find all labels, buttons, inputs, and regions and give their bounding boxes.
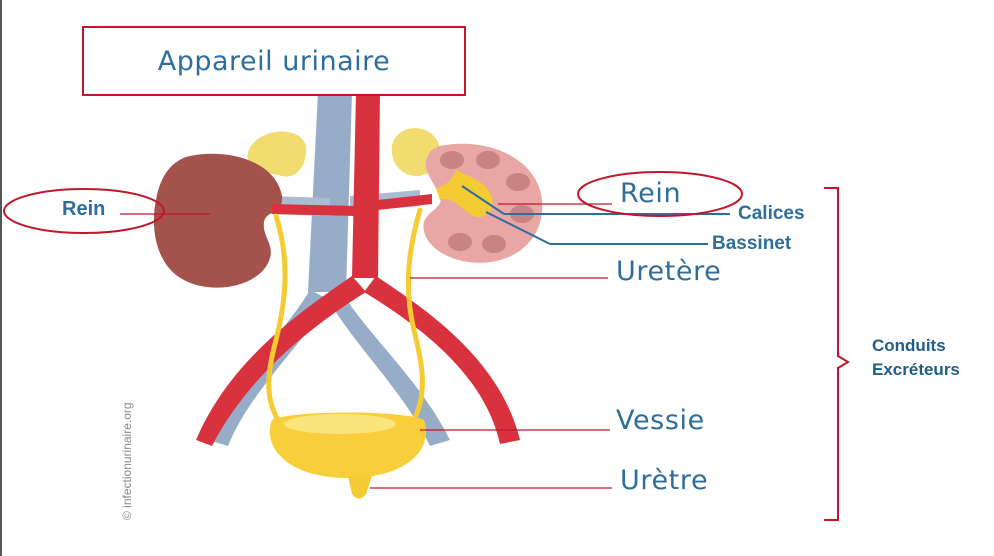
title-box: Appareil urinaire xyxy=(82,26,466,96)
label-rein-left: Rein xyxy=(62,198,106,220)
credit-watermark: © infectionurinaire.org xyxy=(120,402,134,520)
adrenal-gland-left xyxy=(247,131,307,177)
leader-calices xyxy=(461,185,505,215)
label-vessie: Vessie xyxy=(616,405,705,436)
renal-artery-left xyxy=(272,204,356,216)
iliac-artery-left xyxy=(196,276,366,446)
label-bassinet: Bassinet xyxy=(712,233,792,254)
label-uretre: Urètre xyxy=(620,465,709,496)
conduits-bracket xyxy=(824,187,850,521)
ureter-left xyxy=(266,213,288,423)
label-conduits-line2: Excréteurs xyxy=(872,360,960,379)
aorta xyxy=(352,92,380,278)
renal-pelvis xyxy=(436,170,493,218)
ureter-right xyxy=(405,207,425,423)
label-conduits-excreteurs: Conduits Excréteurs xyxy=(872,334,960,382)
label-calices: Calices xyxy=(738,203,805,224)
kidney-left xyxy=(153,153,283,288)
iliac-artery-right xyxy=(364,276,520,444)
rein-right-ellipse xyxy=(577,171,743,217)
rein-left-ellipse xyxy=(3,188,165,234)
leader-bassinet xyxy=(485,211,551,245)
left-frame-edge xyxy=(0,0,2,556)
diagram-title: Appareil urinaire xyxy=(157,45,391,77)
bladder-highlight xyxy=(284,414,396,434)
urethra xyxy=(348,476,372,499)
label-conduits-line1: Conduits xyxy=(872,336,946,355)
kidney-right-pyramids xyxy=(440,151,534,253)
label-rein-right: Rein xyxy=(620,178,682,209)
vena-cava xyxy=(308,92,352,292)
renal-artery-right xyxy=(378,194,432,210)
label-uretere: Uretère xyxy=(616,256,722,287)
